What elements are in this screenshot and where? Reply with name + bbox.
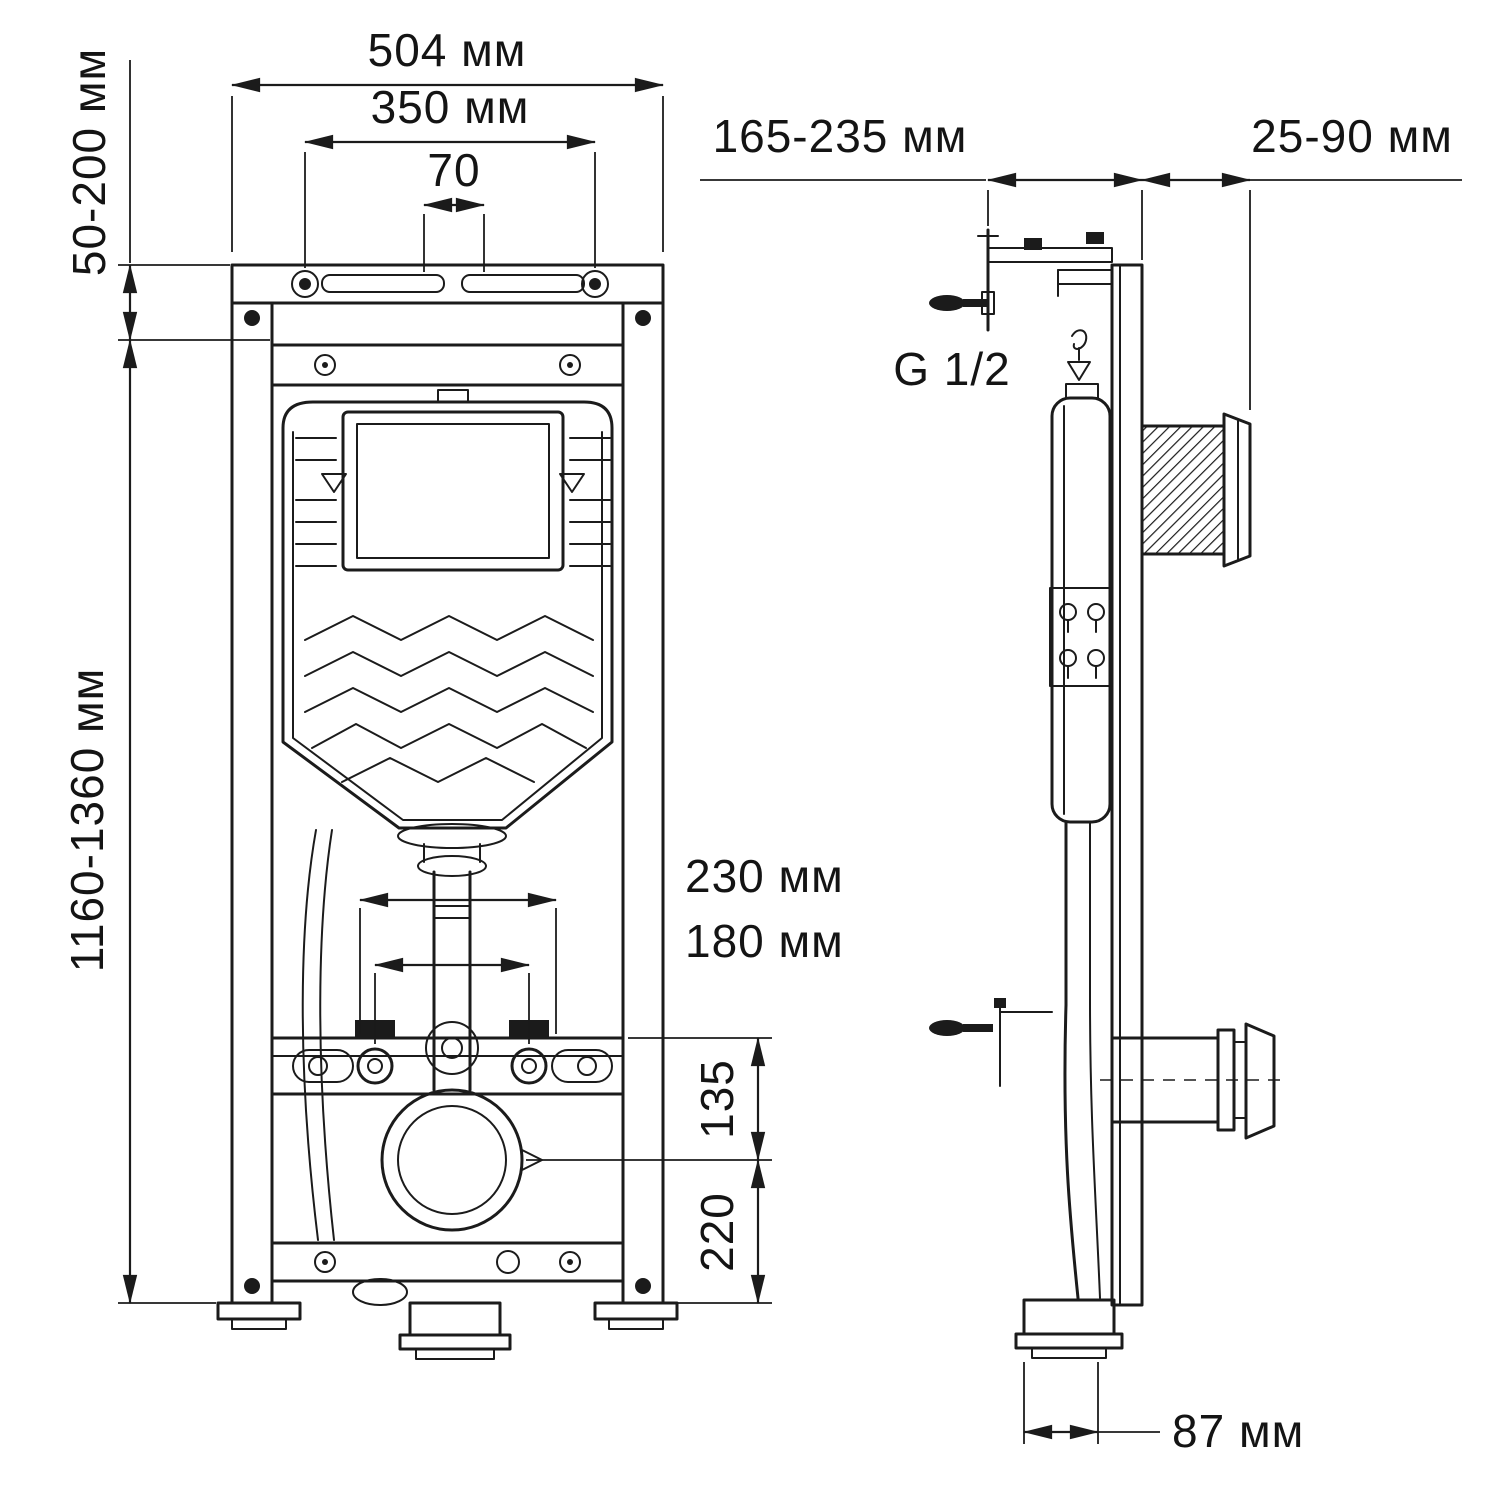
fixing-slot-left: [321, 274, 445, 293]
front-view: [216, 263, 679, 1360]
thread-label: G 1/2: [893, 343, 1011, 395]
dim-label-350: 350 мм: [371, 81, 530, 133]
wall-anchor: [977, 228, 1113, 332]
dim-label-230: 230 мм: [685, 850, 844, 902]
dim-label-70: 70: [427, 144, 480, 196]
right-rail: [621, 301, 665, 1305]
wave-pattern: [304, 615, 594, 783]
dim-label-25-90: 25-90 мм: [1251, 110, 1453, 162]
dim-label-1160-1360: 1160-1360 мм: [61, 668, 113, 973]
stud-hole-right: [510, 1047, 548, 1085]
marker-triangle-left: [321, 473, 347, 493]
front-dimensions: 504 мм 350 мм 70 50-200 мм 1160-1360 мм …: [61, 24, 844, 1305]
flush-pipe: [397, 823, 507, 1092]
dim-label-50-200: 50-200 мм: [63, 48, 115, 276]
marker-triangle-right: [559, 473, 585, 493]
top-crossbar: [230, 263, 665, 305]
dim-label-220: 220: [691, 1192, 743, 1272]
flush-housing: [1140, 412, 1252, 568]
upper-crossbar: [270, 343, 625, 403]
left-rail: [230, 301, 274, 1305]
pipe-inspection-hole: [425, 1021, 479, 1075]
side-view: G 1/2: [893, 228, 1288, 1359]
mounting-bar: [270, 1020, 625, 1096]
dim-label-87: 87 мм: [1172, 1405, 1304, 1457]
side-pipes: [1063, 820, 1288, 1300]
fixing-slot-right: [461, 274, 585, 293]
bottom-drain-stub: [398, 1301, 512, 1360]
side-foot: [1014, 1298, 1124, 1359]
feet: [216, 1301, 679, 1330]
water-inlet-valve: [929, 291, 995, 315]
dim-label-504: 504 мм: [368, 24, 527, 76]
drain-outlet: [380, 1088, 543, 1232]
wall-bolt-left: [291, 270, 319, 298]
side-dimensions: 165-235 мм 25-90 мм 87 мм: [700, 110, 1462, 1457]
dim-label-180: 180 мм: [685, 915, 844, 967]
lower-valve: [929, 998, 1053, 1087]
inlet-symbol: [1067, 329, 1091, 381]
stud-hole-left: [356, 1047, 394, 1085]
cistern-tank: [281, 400, 614, 830]
wall-bolt-right: [581, 270, 609, 298]
cistern-side: [1050, 383, 1112, 824]
lower-crossbar: [270, 1241, 625, 1306]
side-rail: [1110, 263, 1144, 1307]
fastener-bracket: [1049, 587, 1113, 687]
supply-hose: [301, 829, 319, 1241]
vent-slats: [295, 437, 611, 567]
dim-label-135: 135: [691, 1059, 743, 1139]
cistern-service-window: [341, 410, 565, 572]
dim-label-165-235: 165-235 мм: [713, 110, 968, 162]
